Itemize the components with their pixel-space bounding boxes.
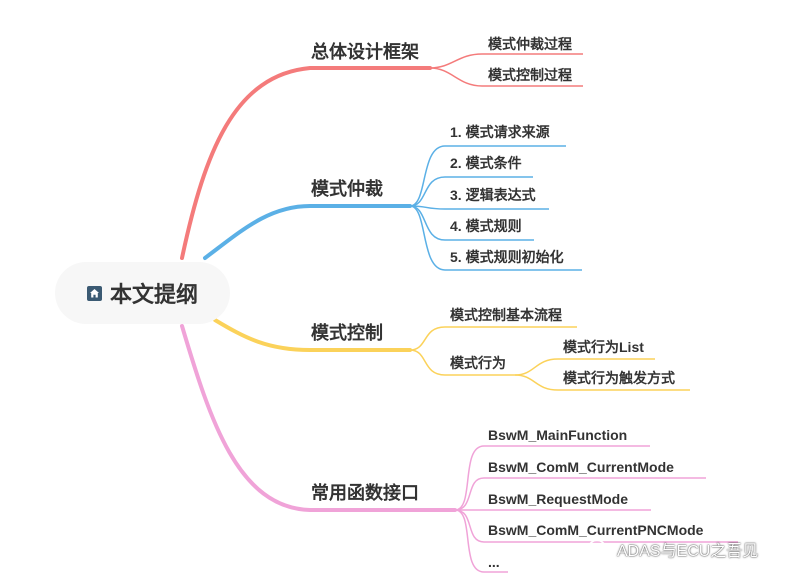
node-mode-action[interactable]: 模式行为 [450, 355, 506, 371]
node-bswm-mainfunction[interactable]: BswM_MainFunction [488, 427, 628, 443]
root-label: 本文提纲 [109, 282, 198, 307]
node-action-trigger[interactable]: 模式行为触发方式 [563, 370, 675, 386]
node-bswm-comm-currentpncmode[interactable]: BswM_ComM_CurrentPNCMode [488, 522, 704, 538]
connector-root-b2 [203, 204, 412, 260]
node-mode-condition[interactable]: 2. 模式条件 [450, 155, 522, 171]
connector-b3-c2-g2 [514, 374, 690, 391]
connector-root-b3 [213, 318, 412, 352]
branch-mode-control[interactable]: 模式控制 [311, 323, 383, 343]
connector-b4-c5 [454, 509, 508, 573]
wechat-icon [588, 539, 612, 558]
node-ellipsis[interactable]: ... [488, 554, 500, 570]
connector-b2-c1 [409, 145, 566, 207]
connector-b4-c2 [454, 477, 706, 511]
root-node[interactable]: 本文提纲 [55, 262, 230, 324]
node-mode-request-source[interactable]: 1. 模式请求来源 [450, 124, 550, 140]
node-logic-expression[interactable]: 3. 逻辑表达式 [450, 187, 536, 203]
node-arbitration-process[interactable]: 模式仲裁过程 [488, 36, 572, 52]
connector-b2-c4 [409, 205, 534, 241]
watermark: ADAS与ECU之吾见 [588, 537, 758, 561]
connector-root-b4 [180, 324, 457, 512]
connector-b2-c2 [409, 176, 533, 207]
branch-overall-design[interactable]: 总体设计框架 [311, 42, 419, 62]
node-mode-rule[interactable]: 4. 模式规则 [450, 218, 522, 234]
node-action-list[interactable]: 模式行为List [563, 339, 644, 355]
watermark-text: ADAS与ECU之吾见 [617, 543, 759, 560]
node-bswm-comm-currentmode[interactable]: BswM_ComM_CurrentMode [488, 459, 674, 475]
connector-b3-c2 [409, 349, 515, 376]
node-mode-rule-init[interactable]: 5. 模式规则初始化 [450, 249, 564, 265]
connector-b3-c2-g1 [514, 358, 655, 376]
connector-b2-c3 [409, 205, 549, 210]
node-control-process[interactable]: 模式控制过程 [488, 67, 572, 83]
home-icon [86, 285, 102, 301]
connector-b3-c1 [409, 326, 577, 351]
connector-b2-c5 [409, 205, 582, 271]
branch-common-apis[interactable]: 常用函数接口 [311, 483, 419, 503]
node-bswm-requestmode[interactable]: BswM_RequestMode [488, 491, 629, 507]
connector-b1-c1 [429, 53, 583, 69]
node-control-basic-flow[interactable]: 模式控制基本流程 [450, 307, 562, 323]
connector-b1-c2 [429, 67, 583, 87]
connector-b4-c4 [454, 509, 738, 543]
branch-mode-arbitration[interactable]: 模式仲裁 [311, 179, 383, 199]
connector-b4-c1 [454, 445, 650, 511]
connector-root-b1 [180, 66, 432, 260]
